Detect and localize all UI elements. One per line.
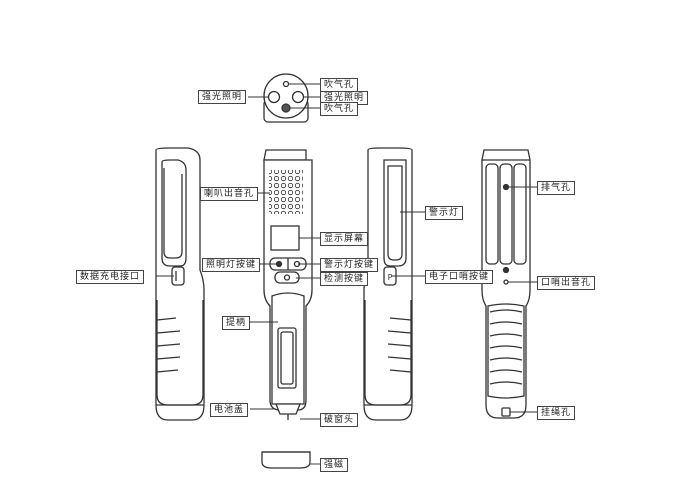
label-blow-hole-bottom: 吹气孔 bbox=[320, 102, 359, 116]
label-warning-light-button: 警示灯按键 bbox=[320, 258, 379, 272]
left-side-view bbox=[155, 147, 205, 421]
label-warning-light: 警示灯 bbox=[425, 206, 464, 220]
label-whistle-sound-hole: 口哨出音孔 bbox=[537, 276, 596, 290]
front-view bbox=[263, 149, 313, 420]
label-screen: 显示屏幕 bbox=[320, 232, 369, 246]
window-breaker-head bbox=[275, 403, 301, 415]
label-charge-port: 数据充电接口 bbox=[76, 270, 145, 284]
label-magnet: 强磁 bbox=[320, 458, 349, 472]
back-view bbox=[481, 149, 531, 419]
label-lanyard-hole: 挂绳孔 bbox=[537, 406, 576, 420]
whistle-button-glyph: P bbox=[388, 273, 393, 282]
label-whistle-button: 电子口哨按键 bbox=[425, 270, 494, 284]
blow-hole-bottom-dot bbox=[281, 103, 291, 113]
label-battery-cover: 电池盖 bbox=[210, 403, 249, 417]
label-strong-light-left: 强光照明 bbox=[198, 90, 247, 104]
label-test-button: 检测按键 bbox=[320, 272, 369, 286]
strong-light-lens-right bbox=[291, 90, 305, 104]
strong-light-lens-left bbox=[267, 90, 281, 104]
label-speaker-hole: 喇叭出音孔 bbox=[200, 187, 259, 201]
magnet-part bbox=[261, 451, 311, 469]
label-handle: 提柄 bbox=[222, 316, 251, 330]
top-end-view bbox=[263, 73, 309, 123]
exhaust-hole-dot bbox=[502, 183, 510, 191]
right-side-view: P bbox=[363, 147, 413, 421]
label-light-button: 照明灯按键 bbox=[202, 258, 261, 272]
label-blow-hole-top: 吹气孔 bbox=[320, 78, 359, 92]
display-screen bbox=[270, 225, 300, 251]
label-exhaust-hole: 排气孔 bbox=[537, 181, 576, 195]
speaker-grille bbox=[269, 170, 303, 214]
leader-lines bbox=[156, 83, 538, 465]
test-button-shape bbox=[274, 271, 300, 284]
label-window-breaker: 破窗头 bbox=[320, 413, 359, 427]
